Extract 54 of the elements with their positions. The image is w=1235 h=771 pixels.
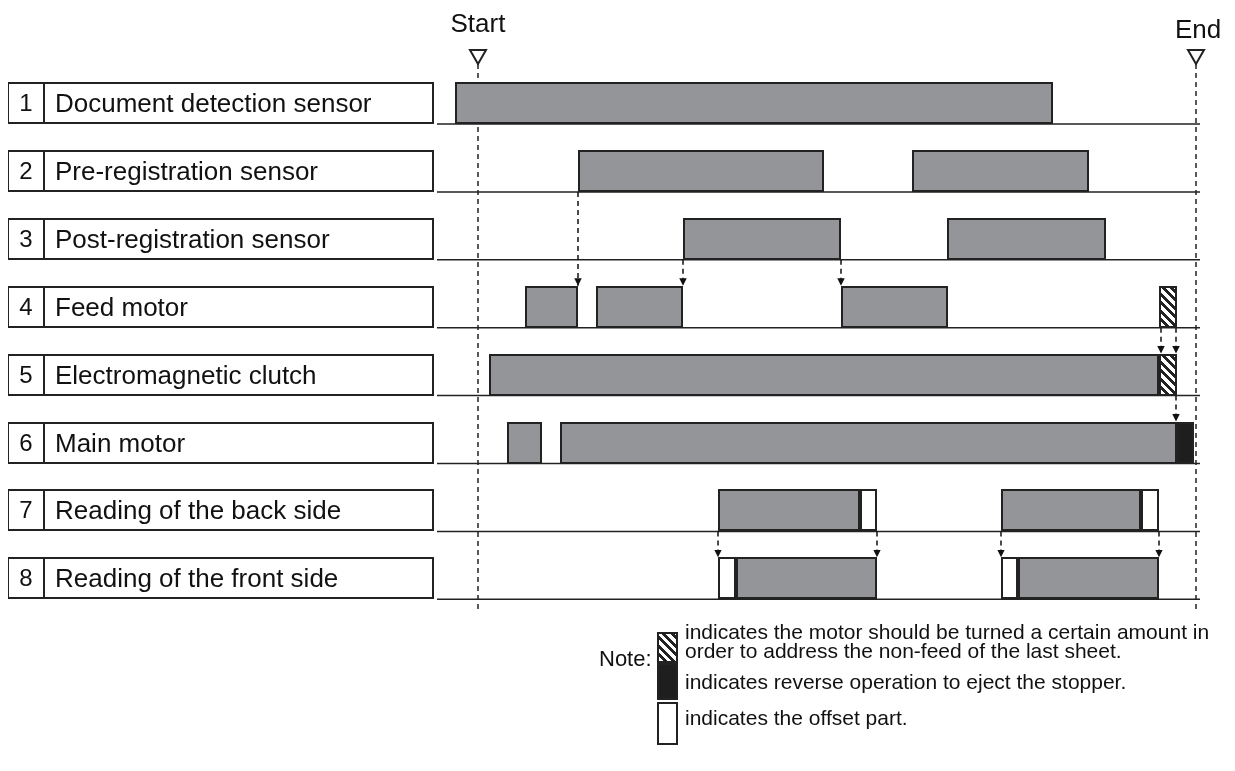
timing-bar: [736, 557, 877, 600]
row-number: 1: [8, 82, 45, 124]
outline-bar: [1001, 557, 1018, 600]
timing-bar: [525, 285, 578, 328]
row-number: 8: [8, 557, 45, 600]
arrow: [1172, 326, 1180, 355]
hatched-bar: [1159, 285, 1177, 328]
timing-bar: [912, 149, 1089, 192]
arrow: [1155, 530, 1163, 559]
timing-bar: [489, 353, 1159, 396]
arrow: [574, 191, 582, 287]
arrow: [1172, 394, 1180, 423]
signal-name: Pre-registration sensor: [43, 149, 434, 192]
timing-bar: [683, 217, 841, 260]
outline-bar: [718, 557, 736, 600]
arrow: [1157, 326, 1165, 355]
timing-bar: [455, 82, 1053, 124]
note-label: Note:: [599, 646, 652, 672]
row-number: 4: [8, 285, 45, 328]
timing-bar: [1001, 489, 1141, 532]
arrow: [997, 530, 1005, 559]
signal-name: Main motor: [43, 421, 434, 464]
timing-bar: [507, 421, 542, 464]
end-label: End: [1175, 14, 1222, 45]
row-number: 5: [8, 353, 45, 396]
arrow: [873, 530, 881, 559]
legend-text: indicates reverse operation to eject the stopper.: [685, 672, 1128, 691]
timing-bar: [841, 285, 948, 328]
hatched-bar: [1159, 353, 1177, 396]
arrow: [714, 530, 722, 559]
arrow: [679, 259, 687, 287]
row-number: 3: [8, 217, 45, 260]
row-number: 6: [8, 421, 45, 464]
timing-bar: [578, 149, 824, 192]
row-number: 2: [8, 149, 45, 192]
signal-name: Reading of the front side: [43, 557, 434, 600]
arrow: [837, 259, 845, 287]
start-label: Start: [450, 8, 506, 39]
timing-bar: [1177, 421, 1194, 464]
row-number: 7: [8, 489, 45, 532]
timing-bar: [947, 217, 1106, 260]
legend-text: indicates the offset part.: [685, 708, 909, 727]
signal-name: Electromagnetic clutch: [43, 353, 434, 396]
outline-bar: [1141, 489, 1159, 532]
timing-bar: [560, 421, 1177, 464]
timing-bar: [596, 285, 683, 328]
outline-bar: [860, 489, 877, 532]
legend-text: indicates the motor should be turned a certain amount in order to address the non-feed of the last sheet.: [685, 622, 1211, 660]
signal-name: Document detection sensor: [43, 82, 434, 124]
signal-name: Feed motor: [43, 285, 434, 328]
signal-name: Reading of the back side: [43, 489, 434, 532]
signal-name: Post-registration sensor: [43, 217, 434, 260]
timing-bar: [718, 489, 860, 532]
timing-bar: [1018, 557, 1159, 600]
